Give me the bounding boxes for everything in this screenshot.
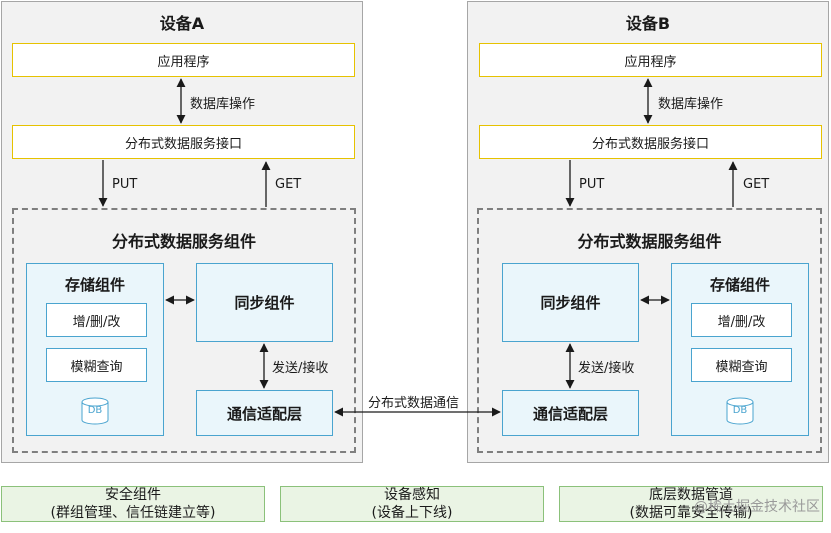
device-b-app-box: 应用程序 (479, 43, 822, 77)
device-a-interface-box: 分布式数据服务接口 (12, 125, 355, 159)
device-b-sync-label: 同步组件 (540, 294, 601, 312)
device-b-comm-box: 通信适配层 (502, 390, 639, 436)
device-awareness-box: 设备感知 (设备上下线) (280, 486, 544, 522)
device-a-interface-label: 分布式数据服务接口 (124, 136, 242, 152)
device-a-component-title: 分布式数据服务组件 (111, 232, 256, 251)
device-a-comm-box: 通信适配层 (196, 390, 333, 436)
device-a-app-label: 应用程序 (157, 54, 210, 70)
device-a-comm-label: 通信适配层 (226, 404, 302, 423)
device-b-send-recv-label: 发送/接收 (578, 361, 635, 376)
device-b-db-cylinder-icon (726, 397, 754, 425)
device-b-crud-box: 增/删/改 (691, 303, 792, 337)
device-a-sync-box: 同步组件 (196, 263, 333, 342)
device-a-query-label: 模糊查询 (70, 359, 123, 375)
device-b-comm-label: 通信适配层 (532, 404, 608, 423)
distributed-comm-label: 分布式数据通信 (368, 396, 460, 411)
device-a-put-label: PUT (112, 177, 138, 192)
device-b-component-container (477, 208, 822, 453)
device-a-send-recv-label: 发送/接收 (272, 361, 329, 376)
device-a-crud-label: 增/删/改 (72, 314, 121, 330)
device-b-query-label: 模糊查询 (715, 359, 768, 375)
device-a-storage-title: 存储组件 (64, 276, 125, 294)
awareness-line2: (设备上下线) (371, 505, 453, 521)
device-b-query-box: 模糊查询 (691, 348, 792, 382)
device-a-sync-label: 同步组件 (234, 294, 295, 312)
device-a-title: 设备A (159, 14, 205, 33)
device-b-crud-label: 增/删/改 (717, 314, 766, 330)
device-b-sync-box: 同步组件 (502, 263, 639, 342)
channel-line1: 底层数据管道 (649, 487, 733, 503)
device-b-interface-box: 分布式数据服务接口 (479, 125, 822, 159)
device-a-crud-box: 增/删/改 (46, 303, 147, 337)
device-a-db-cylinder-icon (81, 397, 109, 425)
data-channel-box: 底层数据管道 (数据可靠安全传输) (559, 486, 823, 522)
device-b-put-label: PUT (579, 177, 605, 192)
device-a-db-label: DB (87, 405, 103, 416)
device-a-component-container (12, 208, 356, 453)
security-line2: (群组管理、信任链建立等) (50, 505, 216, 521)
channel-line2: (数据可靠安全传输) (629, 505, 753, 521)
device-a-query-box: 模糊查询 (46, 348, 147, 382)
device-b-db-label: DB (732, 405, 748, 416)
device-b-storage-title: 存储组件 (709, 276, 770, 294)
device-a-get-label: GET (275, 177, 302, 192)
security-component-box: 安全组件 (群组管理、信任链建立等) (1, 486, 265, 522)
awareness-line1: 设备感知 (384, 487, 440, 503)
device-b-get-label: GET (743, 177, 770, 192)
device-b-app-label: 应用程序 (624, 54, 677, 70)
device-a-app-box: 应用程序 (12, 43, 355, 77)
watermark: @稀土掘金技术社区 (694, 499, 820, 515)
device-b-title: 设备B (625, 14, 671, 33)
device-b-interface-label: 分布式数据服务接口 (591, 136, 709, 152)
security-line1: 安全组件 (105, 487, 161, 503)
device-a-db-op-label: 数据库操作 (190, 97, 256, 112)
device-b-db-op-label: 数据库操作 (658, 97, 724, 112)
device-b-component-title: 分布式数据服务组件 (577, 232, 722, 251)
